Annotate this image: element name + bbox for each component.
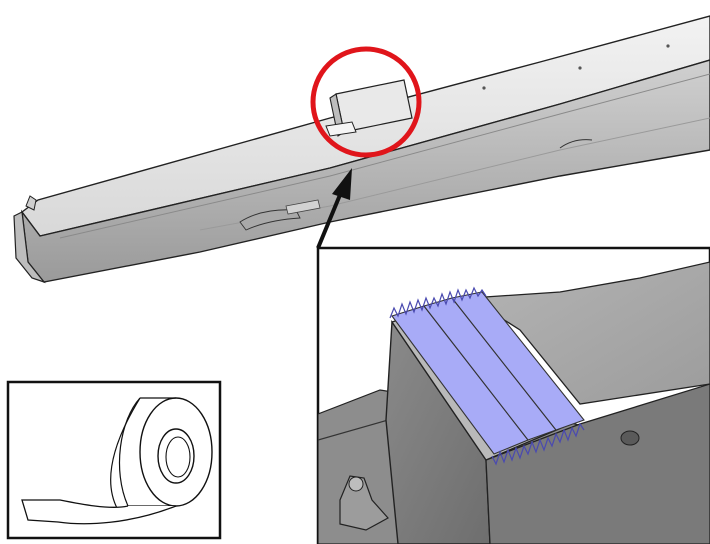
sill-recess <box>239 209 301 231</box>
callout-arrow <box>316 168 352 249</box>
sill-slot <box>285 199 321 215</box>
sill-hole <box>578 66 582 70</box>
sill-hole <box>482 86 486 90</box>
detail-hole <box>620 430 640 446</box>
tape-roll-core-inner <box>165 436 191 478</box>
tape-torn-edge-bottom <box>491 422 585 466</box>
sill-notch <box>559 139 593 149</box>
detail-top-surface <box>467 261 710 405</box>
masking-tape-strips <box>389 286 585 466</box>
sill-end-clip <box>25 195 37 211</box>
sill-crease-line <box>59 73 710 239</box>
detail-view <box>316 246 710 544</box>
tape-roll-icon <box>6 380 222 540</box>
detail-clip-head <box>348 476 364 492</box>
tape-roll-side <box>118 397 176 507</box>
side-sill-part <box>13 15 710 284</box>
callout-circle <box>310 46 422 158</box>
sill-end-cap <box>13 211 46 284</box>
sill-block-foot <box>325 121 357 137</box>
sill-hole <box>666 44 670 48</box>
tape-torn-edge-top <box>389 286 487 319</box>
tape-roll-strip <box>21 499 177 525</box>
tape-roll-body <box>110 397 176 511</box>
